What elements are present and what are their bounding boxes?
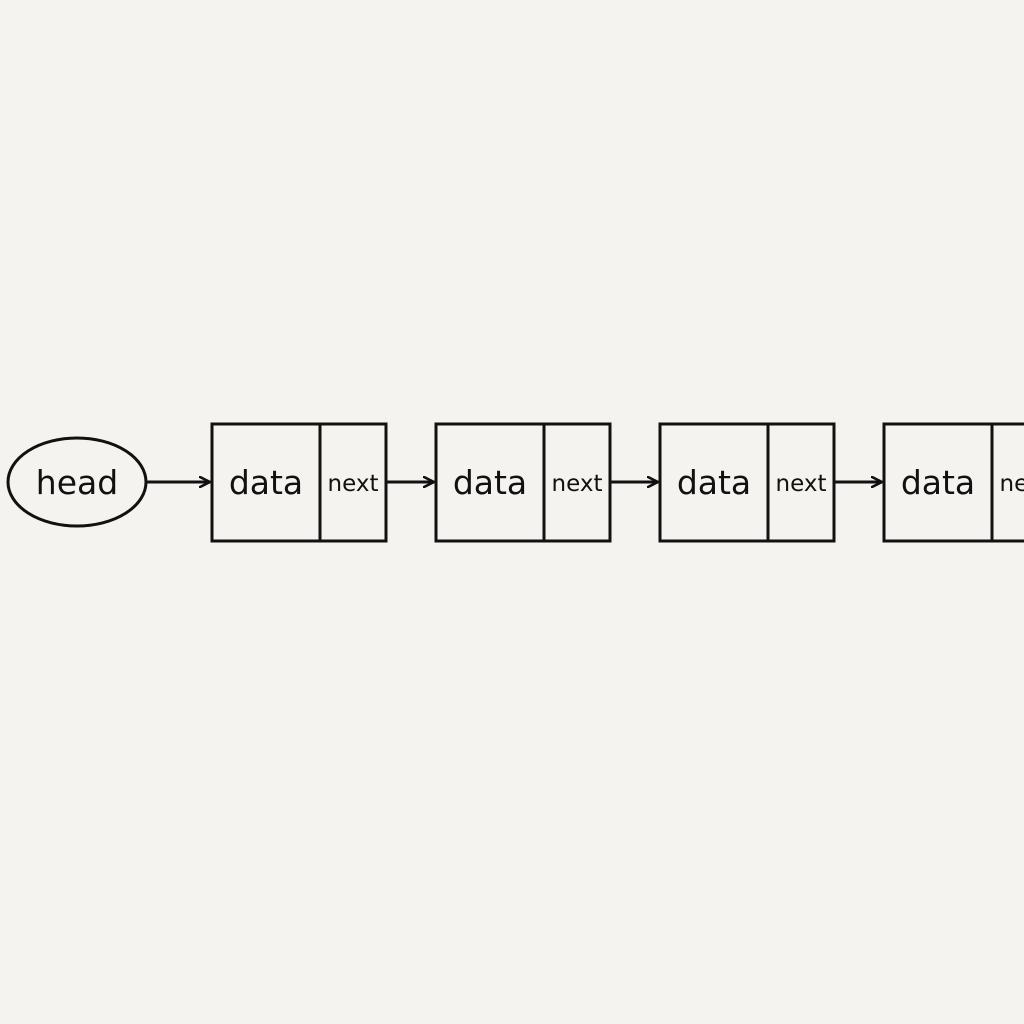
list-node: data next [658, 422, 836, 543]
next-field-label: next [328, 471, 379, 497]
head-pointer: head [6, 436, 148, 528]
data-field-label: data [229, 463, 303, 502]
next-field-label: next [1000, 471, 1024, 497]
data-field-label: data [677, 463, 751, 502]
next-field-label: next [776, 471, 827, 497]
data-field-label: data [901, 463, 975, 502]
next-field-label: next [552, 471, 603, 497]
head-ellipse [6, 436, 148, 528]
list-node: data next [434, 422, 612, 543]
data-field-label: data [453, 463, 527, 502]
node-box [882, 422, 1024, 543]
list-node: data next [882, 422, 1024, 543]
head-label: head [36, 463, 118, 502]
list-node: data next [210, 422, 388, 543]
